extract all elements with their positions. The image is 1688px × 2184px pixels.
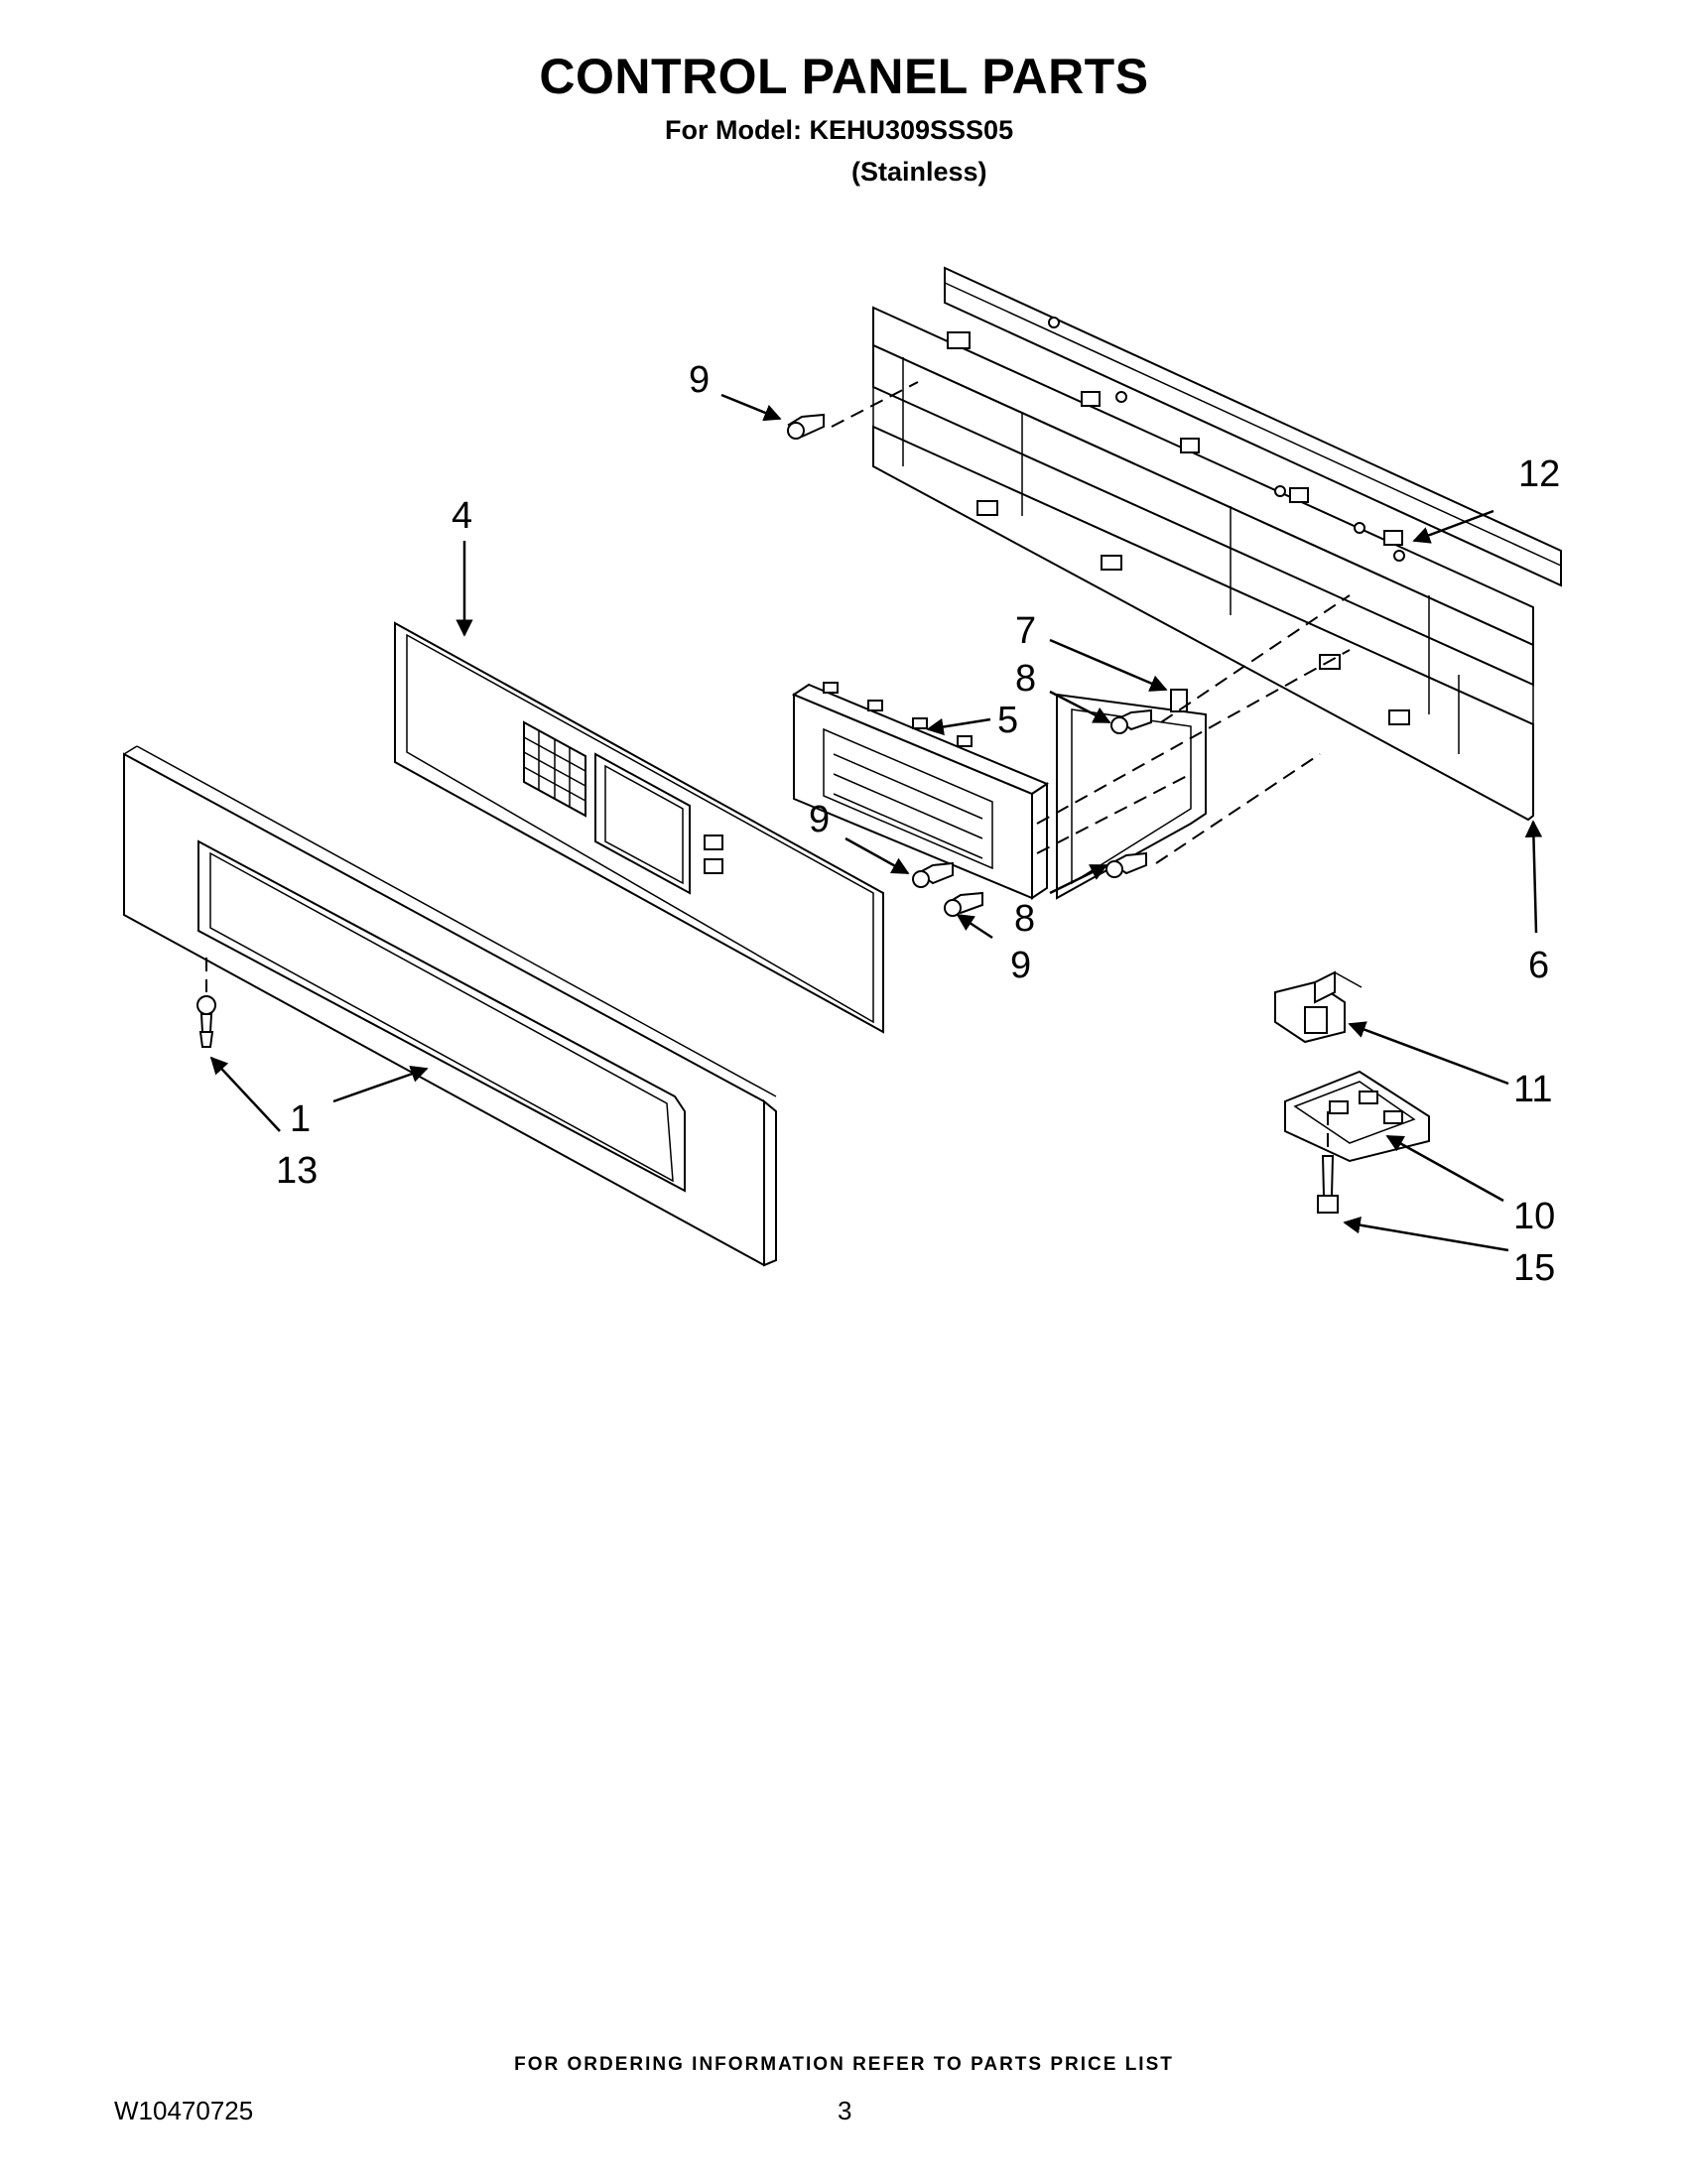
- callout-12: 12: [1518, 453, 1560, 495]
- callout-9: 9: [1010, 945, 1031, 986]
- callout-15: 15: [1513, 1247, 1555, 1289]
- screw-part-8-upper: [1110, 708, 1152, 734]
- callout-11: 11: [1513, 1069, 1552, 1110]
- callout-9: 9: [689, 359, 710, 401]
- color-variant: (Stainless): [851, 157, 987, 187]
- mounting-bracket-part-7: [1056, 689, 1207, 900]
- screw-part-15: [1317, 1155, 1339, 1214]
- keypad-grid: [523, 720, 586, 818]
- callout-5: 5: [997, 700, 1018, 741]
- electronic-control-part-5: [791, 682, 1050, 900]
- callout-1: 1: [290, 1098, 311, 1140]
- control-panel-housing-part-1: [123, 745, 777, 1267]
- callout-4: 4: [452, 495, 472, 537]
- screw-part-9-top: [787, 413, 825, 440]
- page-title: CONTROL PANEL PARTS: [539, 49, 1149, 104]
- callout-7: 7: [1015, 610, 1036, 652]
- model-number: For Model: KEHU309SSS05: [665, 115, 1014, 145]
- frame-bracket-part-12: [872, 266, 1562, 822]
- document-number: W10470725: [114, 2096, 254, 2125]
- page-number: 3: [838, 2096, 852, 2125]
- callout-8: 8: [1014, 898, 1035, 940]
- component-part-11: [1274, 970, 1363, 1044]
- screw-part-13: [196, 995, 216, 1048]
- callout-13: 13: [276, 1150, 318, 1192]
- screw-part-9-lower: [944, 891, 983, 917]
- overlay-part-4: [394, 621, 884, 1034]
- callout-9: 9: [809, 799, 830, 840]
- screw-part-9-middle: [912, 861, 954, 888]
- ordering-note: FOR ORDERING INFORMATION REFER TO PARTS …: [514, 2054, 1174, 2075]
- callout-10: 10: [1513, 1196, 1555, 1237]
- callout-8: 8: [1015, 658, 1036, 700]
- callout-6: 6: [1528, 945, 1549, 986]
